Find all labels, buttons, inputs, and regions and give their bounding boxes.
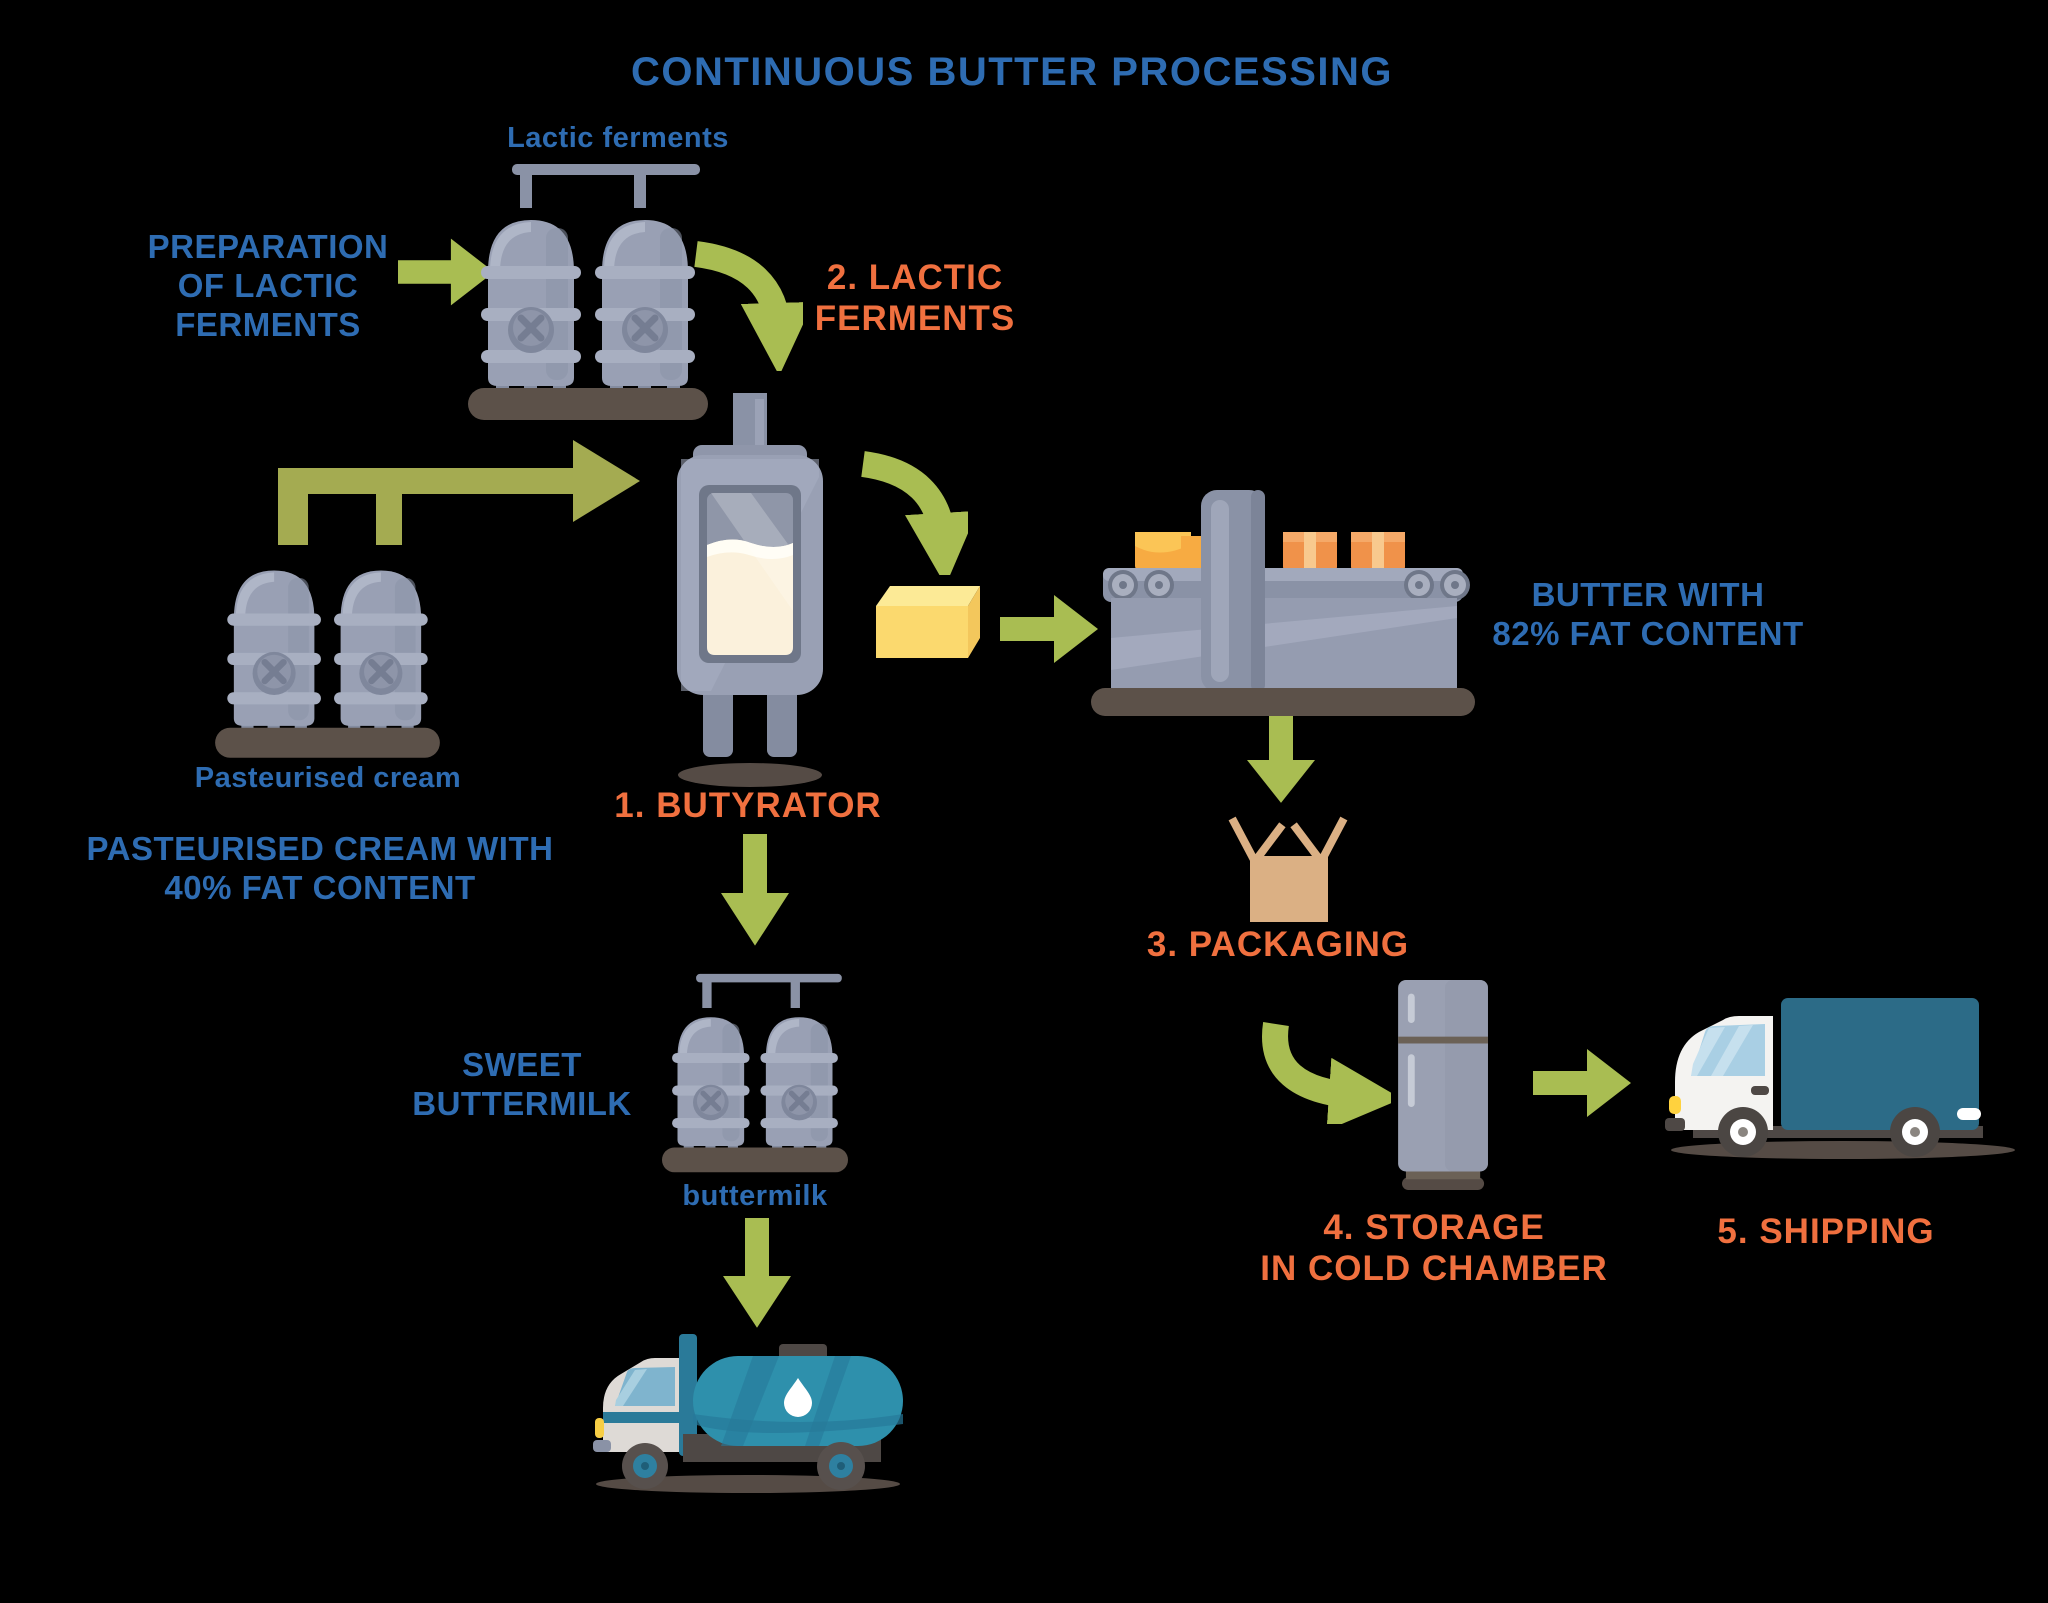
curved-arrow-box-to-fridge-icon (1262, 1022, 1391, 1124)
butter-cube-illustration (876, 586, 980, 658)
arrow-down-to-buttermilk-tanks-icon (721, 834, 789, 946)
buttermilk-tanker-truck-illustration (593, 1334, 903, 1493)
curved-arrow-lactic-to-butyrator-icon (694, 241, 803, 371)
cold-chamber-fridge-illustration (1398, 980, 1488, 1190)
step5-label: 5. SHIPPING (1717, 1212, 1935, 1251)
pasteurised-cream-tanks-illustration (215, 533, 440, 758)
lactic-tanks-label: Lactic ferments (507, 122, 729, 154)
cream-pipe-arrow-icon (278, 440, 640, 545)
preparation-note: PREPARATION OF LACTIC FERMENTS (147, 228, 389, 343)
arrow-right-to-lactic-tanks-icon (398, 238, 495, 306)
shipping-truck-illustration (1665, 998, 2015, 1159)
pasteurised-tanks-label: Pasteurised cream (194, 762, 462, 794)
truck-wheels (1718, 1107, 1940, 1157)
buttermilk-tanks-label: buttermilk (682, 1180, 828, 1212)
arrow-down-to-tanker-icon (723, 1218, 791, 1328)
curved-arrow-butyrator-to-butter-icon (860, 451, 968, 575)
page-title: CONTINUOUS BUTTER PROCESSING (630, 50, 1394, 94)
droplet-icon (784, 1378, 812, 1417)
conveyor-rollers (1108, 570, 1470, 600)
step4-label: 4. STORAGE IN COLD CHAMBER (1260, 1208, 1608, 1288)
butter-wrapping-machine-illustration (1091, 490, 1475, 716)
lactic-tanks-illustration (468, 164, 708, 420)
buttermilk-tanks-illustration (662, 973, 848, 1173)
step2-label: 2. LACTIC FERMENTS (814, 258, 1016, 338)
packaging-box-illustration (1228, 816, 1348, 922)
sweet-buttermilk-note: SWEET BUTTERMILK (412, 1046, 632, 1122)
butyrator-illustration (677, 393, 823, 787)
arrow-right-to-conveyor-icon (1000, 595, 1098, 663)
arrow-right-to-truck-icon (1533, 1049, 1631, 1117)
arrow-down-to-box-icon (1247, 712, 1315, 803)
butter-note: BUTTER WITH 82% FAT CONTENT (1492, 576, 1804, 652)
step1-label: 1. BUTYRATOR (614, 786, 882, 825)
tanker-wheels (622, 1442, 865, 1490)
pasteurised-note: PASTEURISED CREAM WITH 40% FAT CONTENT (86, 830, 554, 906)
step3-label: 3. PACKAGING (1146, 925, 1410, 964)
